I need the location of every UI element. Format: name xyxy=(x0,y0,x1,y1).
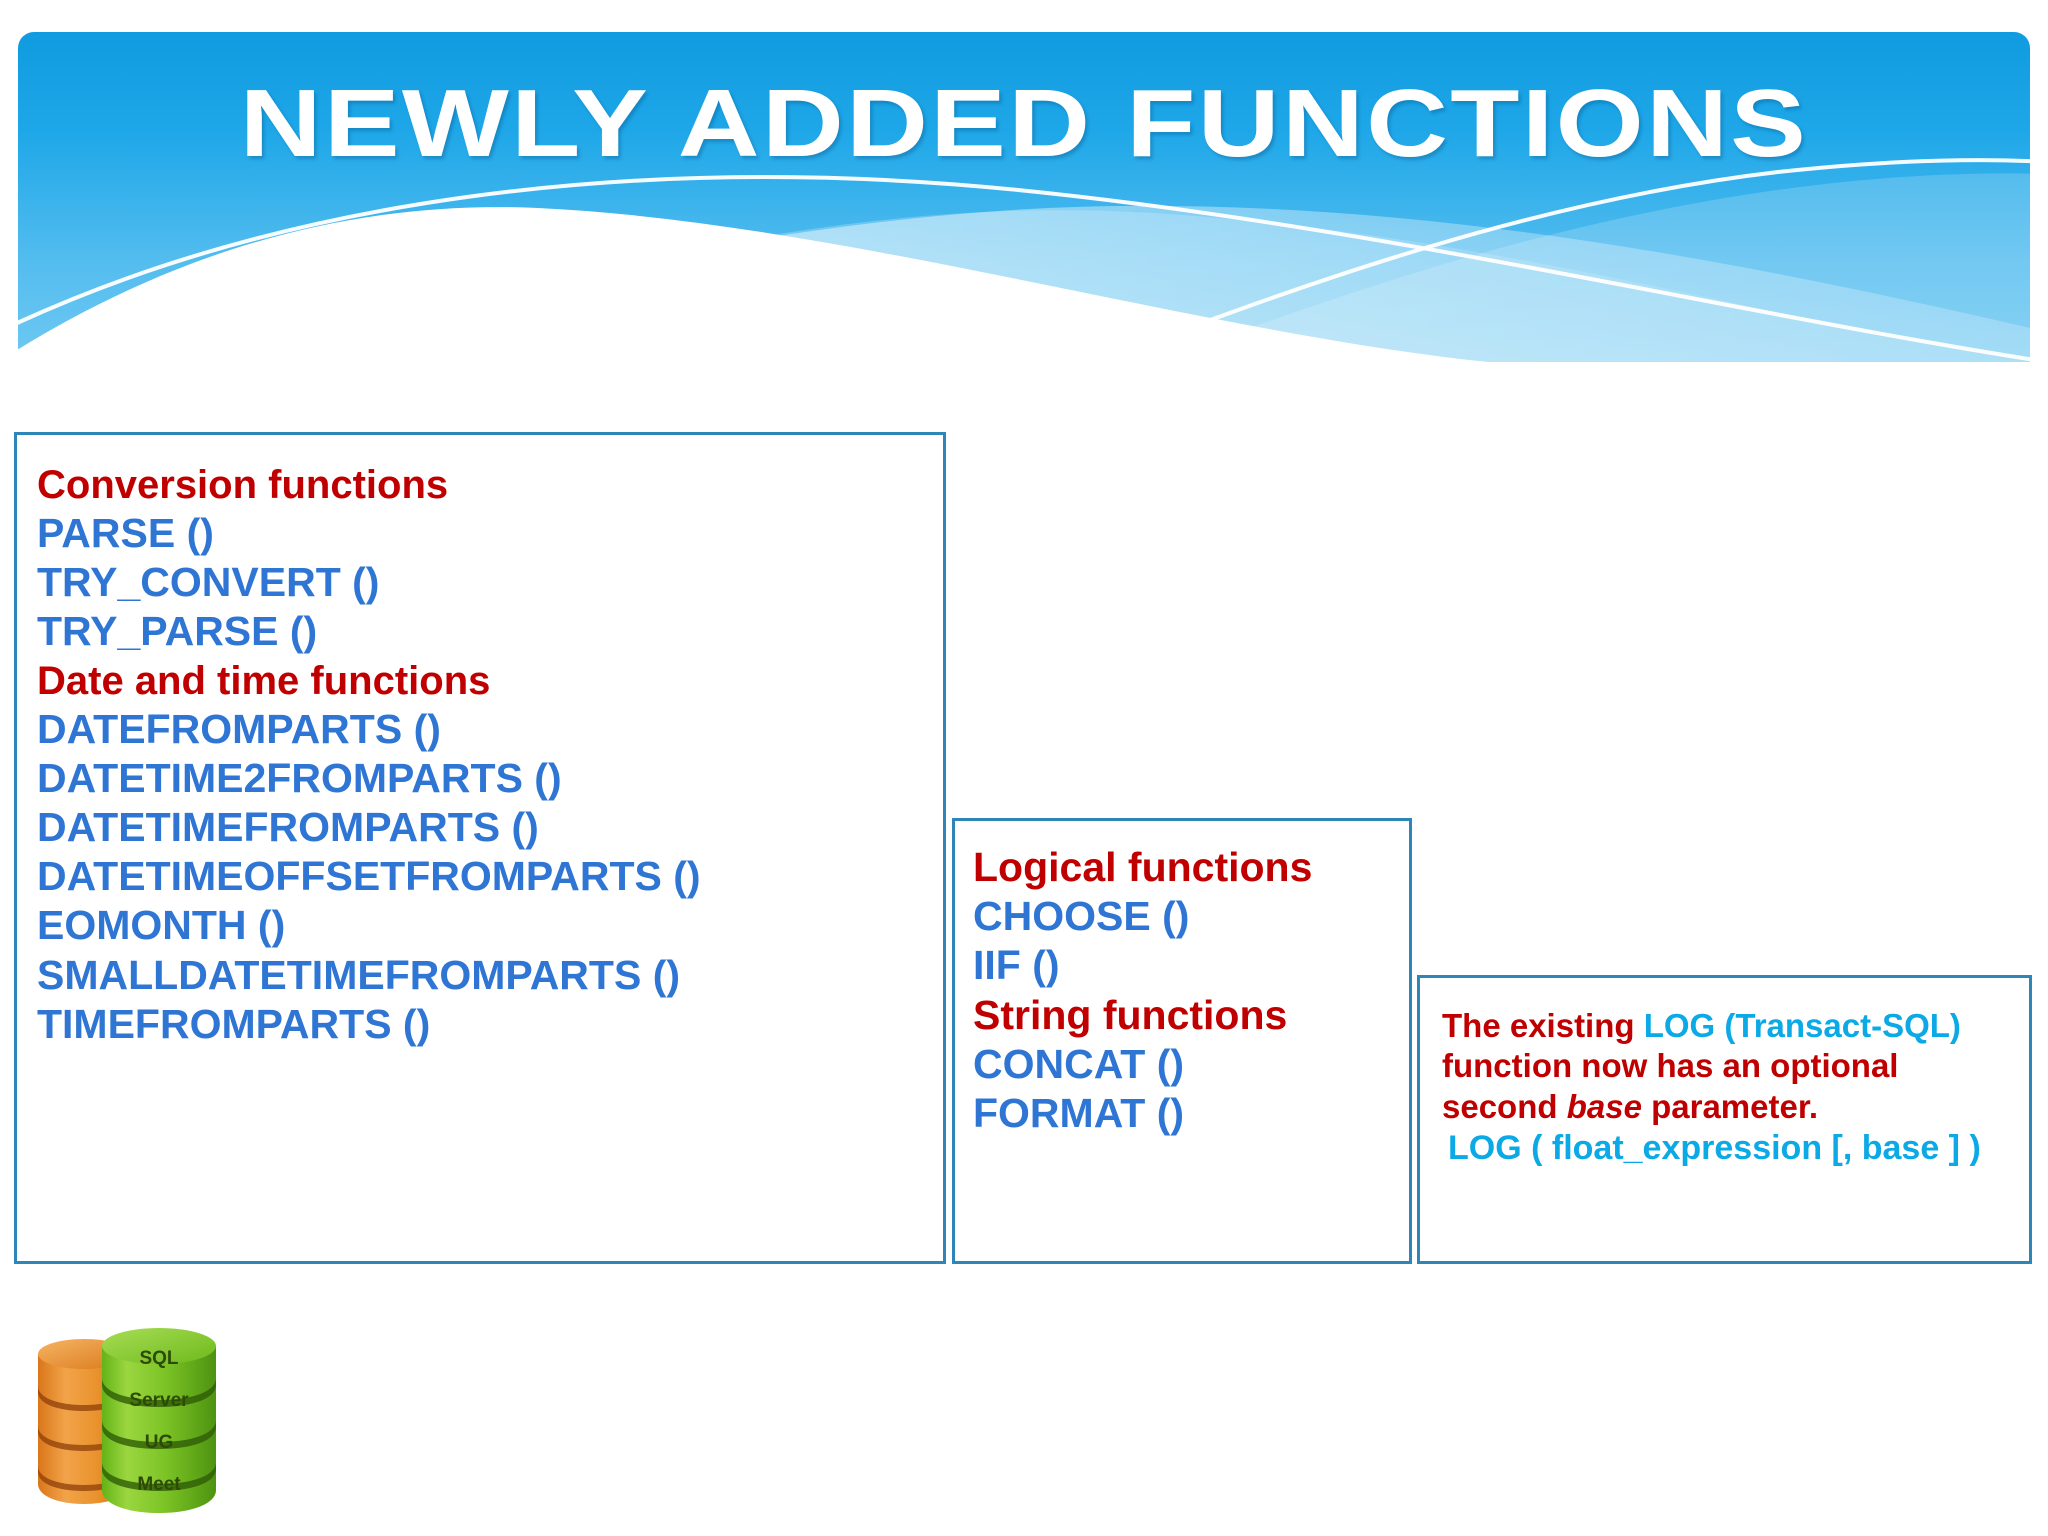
log-transact-sql-link[interactable]: LOG (Transact-SQL) xyxy=(1643,1007,1961,1044)
log-function-note-panel: The existing LOG (Transact-SQL) function… xyxy=(1417,975,2032,1264)
conversion-and-date-functions-panel: Conversion functions PARSE () TRY_CONVER… xyxy=(14,432,946,1264)
function-iif: IIF () xyxy=(973,942,1060,989)
page-title: NEWLY ADDED FUNCTIONS xyxy=(239,70,1809,177)
function-concat: CONCAT () xyxy=(973,1040,1185,1087)
function-parse: PARSE () xyxy=(37,510,214,556)
function-format: FORMAT () xyxy=(973,1089,1185,1136)
left-panel-content: Conversion functions PARSE () TRY_CONVER… xyxy=(17,435,943,1059)
function-datetime2fromparts: DATETIME2FROMPARTS () xyxy=(37,754,562,801)
db-band-label-meet: Meet xyxy=(137,1474,181,1495)
function-datetimeoffsetfromparts: DATETIMEOFFSETFROMPARTS () xyxy=(37,853,701,900)
green-database-cylinder: SQL Server UG Meet xyxy=(102,1328,216,1513)
right-panel-content: The existing LOG (Transact-SQL) function… xyxy=(1420,978,2029,1179)
sql-server-ug-meet-logo: SQL Server UG Meet xyxy=(24,1316,274,1522)
function-try-parse: TRY_PARSE () xyxy=(37,608,318,655)
function-eomonth: EOMONTH () xyxy=(37,902,286,949)
db-band-label-server: Server xyxy=(129,1390,189,1411)
log-note-text-3: parameter. xyxy=(1641,1087,1819,1125)
log-note-base-italic: base xyxy=(1566,1087,1642,1125)
function-try-convert: TRY_CONVERT () xyxy=(37,559,380,606)
function-choose: CHOOSE () xyxy=(973,893,1190,940)
wave-white-main xyxy=(18,207,1488,362)
function-timefromparts: TIMEFROMPARTS () xyxy=(37,1000,431,1047)
heading-string-functions: String functions xyxy=(973,991,1288,1038)
banner-wave-graphic xyxy=(18,158,2030,362)
middle-panel-content: Logical functions CHOOSE () IIF () Strin… xyxy=(955,821,1409,1148)
log-function-signature: LOG ( float_expression [, base ] ) xyxy=(1448,1128,1981,1167)
log-note-text-1: The existing xyxy=(1442,1007,1644,1044)
header-banner: NEWLY ADDED FUNCTIONS xyxy=(18,32,2030,362)
db-band-label-sql: SQL xyxy=(139,1348,178,1369)
heading-conversion-functions: Conversion functions xyxy=(37,463,449,507)
function-smalldatetimefromparts: SMALLDATETIMEFROMPARTS () xyxy=(37,951,681,998)
function-datetimefromparts: DATETIMEFROMPARTS () xyxy=(37,803,539,850)
database-cylinders-icon: SQL Server UG Meet xyxy=(38,1328,216,1513)
wave-band-right xyxy=(1158,173,2030,362)
wave-stroke-a xyxy=(18,175,2030,362)
heading-date-and-time-functions: Date and time functions xyxy=(37,658,491,703)
wave-stroke-b xyxy=(1097,158,2030,362)
log-note-text-2: function now has an optional second xyxy=(1442,1047,1899,1125)
log-note-paragraph: The existing LOG (Transact-SQL) function… xyxy=(1442,1006,2013,1127)
db-band-label-ug: UG xyxy=(145,1432,174,1453)
function-datefromparts: DATEFROMPARTS () xyxy=(37,705,441,752)
heading-logical-functions: Logical functions xyxy=(973,844,1313,890)
logical-and-string-functions-panel: Logical functions CHOOSE () IIF () Strin… xyxy=(952,818,1412,1264)
